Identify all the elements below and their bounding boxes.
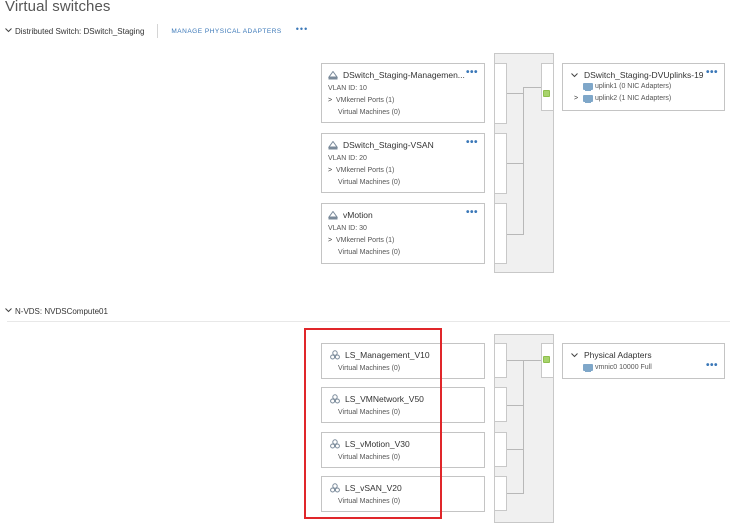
port-group-slot xyxy=(494,133,507,194)
uplinks-card[interactable]: DSwitch_Staging-DVUplinks-19 ••• uplink1… xyxy=(562,63,725,111)
switch-connector-diagram xyxy=(494,53,554,273)
port-group-card[interactable]: DSwitch_Staging-VSAN ••• VLAN ID: 20 >VM… xyxy=(321,133,485,193)
segment-card[interactable]: LS_vMotion_V30 Virtual Machines (0) xyxy=(321,432,485,468)
port-group-icon xyxy=(328,140,338,150)
uplink-item[interactable]: uplink1 (0 NIC Adapters) xyxy=(583,83,672,91)
connector-line xyxy=(507,234,523,235)
connector-line xyxy=(507,93,523,94)
uplink-item[interactable]: > uplink2 (1 NIC Adapters) xyxy=(574,95,672,103)
segment-card[interactable]: LS_vSAN_V20 Virtual Machines (0) xyxy=(321,476,485,512)
port-group-icon xyxy=(328,70,338,80)
vmkernel-ports-toggle[interactable]: >VMkernel Ports (1) xyxy=(328,167,394,174)
uplinks-title: DSwitch_Staging-DVUplinks-19 xyxy=(584,70,704,80)
port-group-name: DSwitch_Staging-Managemen... xyxy=(343,70,465,80)
more-actions-button[interactable]: ••• xyxy=(295,24,309,34)
connector-line xyxy=(523,87,541,88)
chevron-right-icon: > xyxy=(328,97,333,104)
port-group-slot xyxy=(494,63,507,124)
connector-line xyxy=(507,493,523,494)
port-group-more-button[interactable]: ••• xyxy=(465,207,478,218)
distributed-switch-header: Distributed Switch: DSwitch_Staging MANA… xyxy=(5,24,308,38)
port-group-name: vMotion xyxy=(343,210,373,220)
nic-icon xyxy=(583,83,593,91)
segment-slot xyxy=(494,343,507,378)
virtual-machines-count: Virtual Machines (0) xyxy=(338,498,401,505)
logical-switch-icon xyxy=(330,483,340,493)
connector-line xyxy=(523,87,524,235)
connector-line xyxy=(507,163,523,164)
uplink-label: uplink1 (0 NIC Adapters) xyxy=(595,83,672,90)
segment-slot xyxy=(494,432,507,467)
port-group-icon xyxy=(328,210,338,220)
vlan-id: VLAN ID: 10 xyxy=(328,85,367,92)
uplink-label: uplink2 (1 NIC Adapters) xyxy=(595,95,672,102)
uplinks-more-button[interactable]: ••• xyxy=(705,67,718,78)
manage-physical-adapters-link[interactable]: MANAGE PHYSICAL ADAPTERS xyxy=(171,27,282,35)
port-group-slot xyxy=(494,203,507,264)
chevron-right-icon[interactable]: > xyxy=(574,95,579,102)
vlan-id: VLAN ID: 30 xyxy=(328,225,367,232)
port-group-name: DSwitch_Staging-VSAN xyxy=(343,140,434,150)
port-group-more-button[interactable]: ••• xyxy=(465,67,478,78)
nic-icon xyxy=(583,95,593,103)
nic-active-indicator xyxy=(543,90,550,97)
port-group-card[interactable]: DSwitch_Staging-Managemen... ••• VLAN ID… xyxy=(321,63,485,123)
connector-line xyxy=(507,449,523,450)
physical-adapters-title: Physical Adapters xyxy=(584,350,652,360)
distributed-switch-label[interactable]: Distributed Switch: DSwitch_Staging xyxy=(15,26,145,36)
segment-name: LS_Management_V10 xyxy=(345,350,430,360)
nvds-label[interactable]: N-VDS: NVDSCompute01 xyxy=(15,306,108,316)
page-title: Virtual switches xyxy=(5,0,111,15)
vmkernel-ports-toggle[interactable]: >VMkernel Ports (1) xyxy=(328,237,394,244)
segment-name: LS_VMNetwork_V50 xyxy=(345,394,424,404)
segment-name: LS_vSAN_V20 xyxy=(345,483,402,493)
uplink-slot xyxy=(541,63,554,111)
virtual-machines-count: Virtual Machines (0) xyxy=(338,409,401,416)
port-group-card[interactable]: vMotion ••• VLAN ID: 30 >VMkernel Ports … xyxy=(321,203,485,264)
chevron-right-icon: > xyxy=(328,237,333,244)
port-group-more-button[interactable]: ••• xyxy=(465,137,478,148)
segment-name: LS_vMotion_V30 xyxy=(345,439,410,449)
virtual-machines-count: Virtual Machines (0) xyxy=(338,179,401,186)
virtual-machines-count: Virtual Machines (0) xyxy=(338,454,401,461)
physical-adapter-item[interactable]: vmnic0 10000 Full xyxy=(583,364,652,372)
segment-slot xyxy=(494,476,507,511)
segment-slot xyxy=(494,387,507,422)
physical-adapters-more-button[interactable]: ••• xyxy=(705,360,718,371)
chevron-down-icon[interactable] xyxy=(571,352,578,358)
vlan-id: VLAN ID: 20 xyxy=(328,155,367,162)
segment-card[interactable]: LS_VMNetwork_V50 Virtual Machines (0) xyxy=(321,387,485,423)
nic-icon xyxy=(583,364,593,372)
vmkernel-ports-label: VMkernel Ports (1) xyxy=(336,237,395,244)
chevron-down-icon[interactable] xyxy=(5,307,12,313)
switch-connector-diagram xyxy=(494,334,554,523)
logical-switch-icon xyxy=(330,350,340,360)
logical-switch-icon xyxy=(330,394,340,404)
section-divider xyxy=(7,321,730,322)
vmkernel-ports-label: VMkernel Ports (1) xyxy=(336,97,395,104)
connector-line xyxy=(523,360,524,494)
nic-active-indicator xyxy=(543,356,550,363)
vmkernel-ports-toggle[interactable]: >VMkernel Ports (1) xyxy=(328,97,394,104)
connector-line xyxy=(507,405,523,406)
chevron-right-icon: > xyxy=(328,167,333,174)
segment-card[interactable]: LS_Management_V10 Virtual Machines (0) xyxy=(321,343,485,379)
nvds-header: N-VDS: NVDSCompute01 xyxy=(5,304,108,318)
logical-switch-icon xyxy=(330,439,340,449)
connector-line xyxy=(507,360,541,361)
physical-adapter-label: vmnic0 10000 Full xyxy=(595,364,652,371)
virtual-machines-count: Virtual Machines (0) xyxy=(338,249,401,256)
chevron-down-icon[interactable] xyxy=(5,27,12,33)
virtual-machines-count: Virtual Machines (0) xyxy=(338,365,401,372)
virtual-machines-count: Virtual Machines (0) xyxy=(338,109,401,116)
header-separator xyxy=(157,24,159,38)
chevron-down-icon[interactable] xyxy=(571,72,578,78)
highlight-annotation xyxy=(304,328,442,519)
physical-adapters-card[interactable]: Physical Adapters ••• vmnic0 10000 Full xyxy=(562,343,725,379)
vmkernel-ports-label: VMkernel Ports (1) xyxy=(336,167,395,174)
